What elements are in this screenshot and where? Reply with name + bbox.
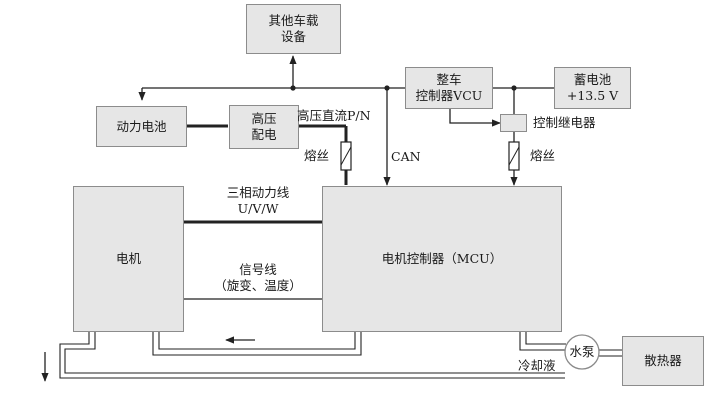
fuse-right (508, 141, 520, 171)
hv-dc-label: 高压直流P/N (297, 108, 371, 123)
three-phase-label: 三相动力线 U/V/W (226, 185, 290, 216)
power-battery-block: 动力电池 (96, 106, 187, 147)
other-vehicle-devices-block: 其他车载 设备 (246, 4, 341, 54)
motor-block: 电机 (73, 186, 184, 332)
hv-distribution-block: 高压 配电 (229, 105, 299, 149)
vcu-block: 整车 控制器VCU (405, 67, 493, 109)
bus-junction-dots (290, 85, 517, 91)
low-voltage-bus (138, 55, 554, 186)
radiator-block: 散热器 (622, 336, 704, 386)
water-pump-circle (564, 334, 600, 370)
mcu-block: 电机控制器（MCU） (322, 186, 562, 332)
12v-battery-block: 蓄电池 +13.5 V (554, 67, 631, 109)
fuse-right-label: 熔丝 (530, 148, 556, 163)
coolant-label: 冷却液 (518, 358, 556, 373)
can-label: CAN (391, 149, 421, 164)
signal-line-label: 信号线 （旋变、温度） (214, 262, 302, 293)
fuse-left-label: 熔丝 (304, 148, 330, 163)
control-relay-label: 控制继电器 (533, 115, 596, 130)
control-relay-block (500, 114, 527, 132)
coolant-loop (59, 331, 622, 379)
water-pump-label: 水泵 (569, 344, 595, 359)
fuse-left (340, 141, 352, 171)
